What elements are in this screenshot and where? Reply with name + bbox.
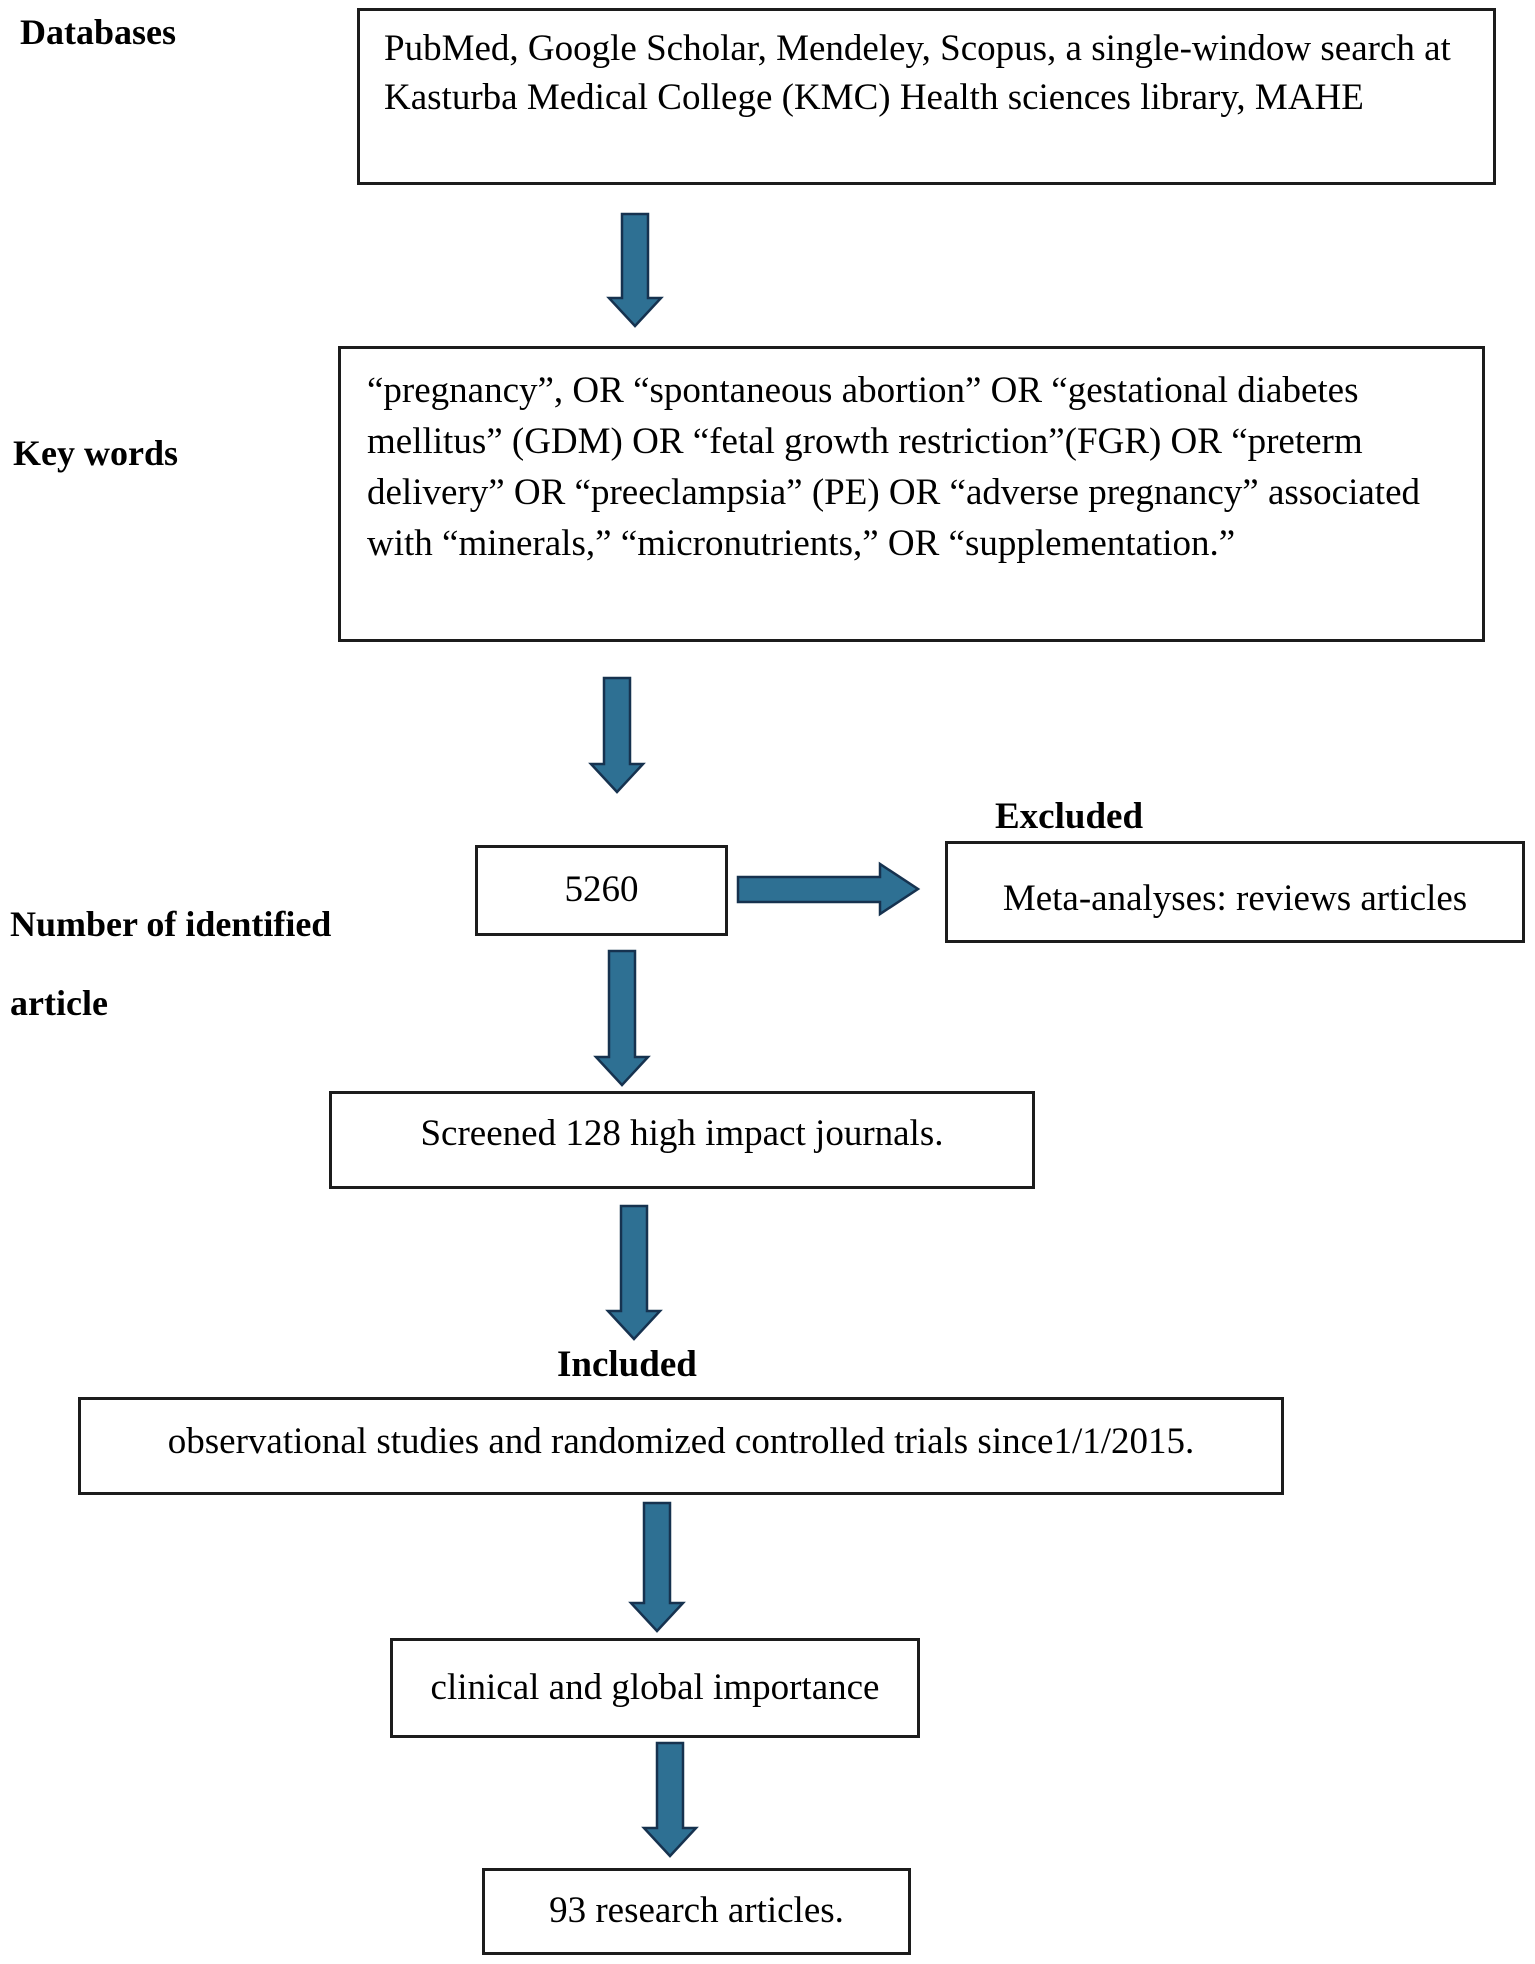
screened-box: Screened 128 high impact journals.: [329, 1091, 1035, 1189]
down-arrow-icon: [593, 949, 651, 1087]
identified-count-box: 5260: [475, 845, 728, 936]
keywords-label: Key words: [13, 433, 178, 473]
excluded-label: Excluded: [995, 796, 1144, 837]
down-arrow-icon: [606, 212, 664, 328]
down-arrow-icon: [628, 1501, 686, 1633]
final-count-box: 93 research articles.: [482, 1868, 911, 1955]
relevance-box: clinical and global importance: [390, 1638, 920, 1738]
included-label: Included: [557, 1344, 697, 1385]
included-criteria-box: observational studies and randomized con…: [78, 1397, 1284, 1495]
down-arrow-icon: [588, 676, 646, 794]
identified-count-label: Number of identified article: [10, 904, 332, 1024]
databases-box: PubMed, Google Scholar, Mendeley, Scopus…: [357, 8, 1496, 185]
databases-label: Databases: [20, 12, 177, 52]
down-arrow-icon: [641, 1741, 699, 1858]
right-arrow-icon: [736, 861, 921, 917]
keywords-box: “pregnancy”, OR “spontaneous abortion” O…: [338, 346, 1485, 642]
down-arrow-icon: [605, 1204, 663, 1341]
excluded-reason-box: Meta-analyses: reviews articles: [945, 841, 1525, 943]
